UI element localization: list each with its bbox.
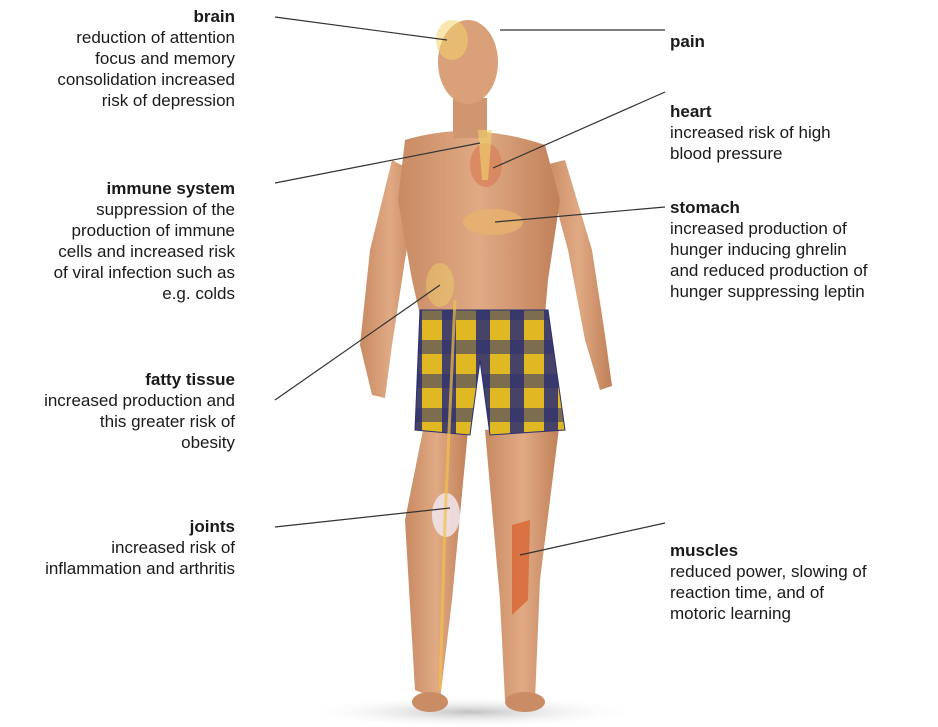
label-title: immune system (0, 178, 235, 199)
label-immune-system: immune system suppression of the product… (0, 178, 235, 304)
label-description: increased risk of inflammation and arthr… (0, 537, 235, 579)
label-title: fatty tissue (0, 369, 235, 390)
label-description: increased production and this greater ri… (0, 390, 235, 453)
label-title: brain (0, 6, 235, 27)
label-description: increased production of hunger inducing … (670, 218, 935, 302)
leader-heart (493, 92, 665, 168)
stomach-highlight (463, 209, 523, 235)
label-description: reduction of attention focus and memory … (0, 27, 235, 111)
label-title: heart (670, 101, 935, 122)
label-brain: brain reduction of attention focus and m… (0, 6, 235, 111)
label-heart: heart increased risk of high blood press… (670, 101, 935, 164)
label-description: suppression of the production of immune … (0, 199, 235, 304)
right-foot (505, 692, 545, 712)
floor-shadow (300, 696, 640, 727)
label-title: pain (670, 31, 935, 52)
label-fatty-tissue: fatty tissue increased production and th… (0, 369, 235, 453)
left-foot (412, 692, 448, 712)
label-title: muscles (670, 540, 935, 561)
label-muscles: muscles reduced power, slowing of reacti… (670, 540, 935, 624)
left-leg (405, 420, 468, 700)
label-description: increased risk of high blood pressure (670, 122, 935, 164)
label-stomach: stomach increased production of hunger i… (670, 197, 935, 302)
leader-brain (275, 17, 447, 40)
label-description: reduced power, slowing of reaction time,… (670, 561, 935, 624)
label-title: joints (0, 516, 235, 537)
label-title: stomach (670, 197, 935, 218)
plaid-shorts (415, 310, 565, 435)
label-pain: pain (670, 31, 935, 52)
leader-fatty-tissue (275, 285, 440, 400)
brain-highlight (436, 20, 468, 60)
label-joints: joints increased risk of inflammation an… (0, 516, 235, 579)
